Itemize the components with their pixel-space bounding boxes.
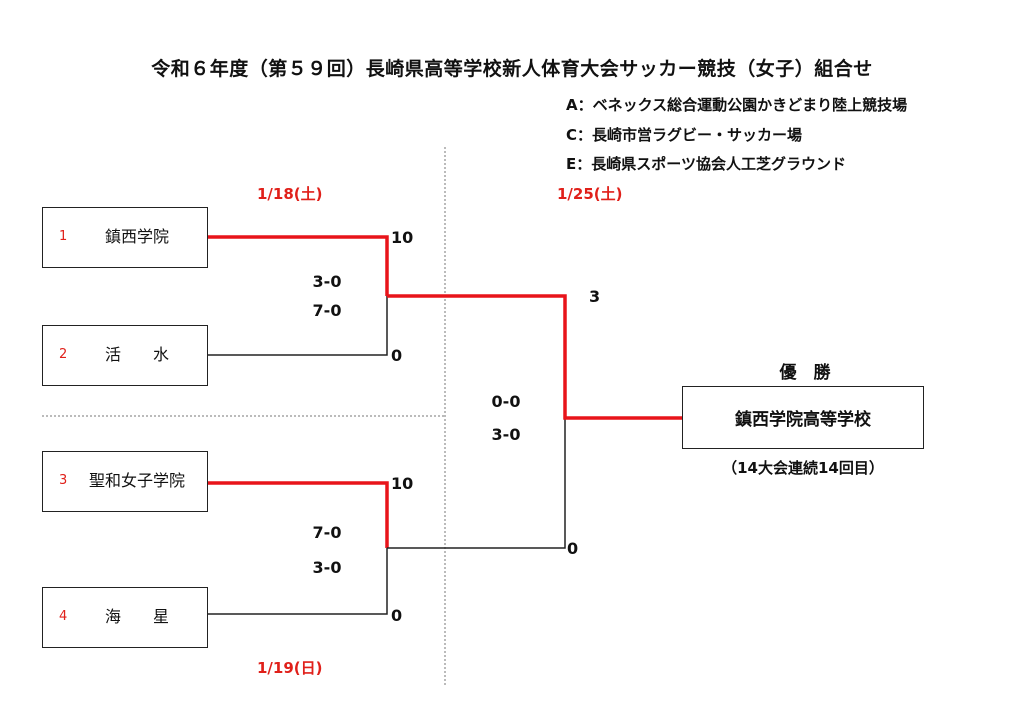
final-score-bottom: 0 xyxy=(567,539,579,558)
final-score-top: 3 xyxy=(589,287,601,306)
sf2-loser-line xyxy=(208,548,388,615)
sf1-score-bottom: 0 xyxy=(391,346,403,365)
date-round1-bottom: 1/19(日) xyxy=(257,659,323,677)
team-box-1: 1 鎮西学院 xyxy=(42,207,208,268)
final-loser-line xyxy=(387,418,566,549)
team-box-3: 3 聖和女子学院 xyxy=(42,451,208,512)
date-final: 1/25(土) xyxy=(557,185,623,203)
champion-name: 鎮西学院高等学校 xyxy=(735,410,871,430)
sf2-half2: 3-0 xyxy=(312,558,342,577)
team-seed: 2 xyxy=(59,347,68,362)
sf2-score-top: 10 xyxy=(391,474,414,493)
team-box-2: 2 活 水 xyxy=(42,325,208,386)
venue-a: A：ベネックス総合運動公園かきどまり陸上競技場 xyxy=(566,96,908,114)
sf1-loser-line xyxy=(208,296,388,356)
team-seed: 4 xyxy=(59,609,68,624)
champion-label: 優 勝 xyxy=(779,363,831,383)
champion-box: 鎮西学院高等学校 xyxy=(682,386,924,449)
team-box-4: 4 海 星 xyxy=(42,587,208,648)
sf1-half2: 7-0 xyxy=(312,301,342,320)
sf2-winner-line xyxy=(208,481,389,548)
team-name: 活 水 xyxy=(104,345,169,364)
venue-e: E：長崎県スポーツ協会人工芝グラウンド xyxy=(566,155,846,173)
final-half1: 0-0 xyxy=(491,392,521,411)
champion-note: （14大会連続14回目） xyxy=(722,459,884,477)
team-name: 聖和女子学院 xyxy=(88,471,185,490)
sf1-winner-line xyxy=(208,235,389,296)
date-round1-top: 1/18(土) xyxy=(257,185,323,203)
final-half2: 3-0 xyxy=(491,425,521,444)
team-name: 鎮西学院 xyxy=(104,227,169,246)
team-name: 海 星 xyxy=(104,607,169,626)
team-seed: 3 xyxy=(59,473,68,488)
sf1-score-top: 10 xyxy=(391,228,414,247)
sf1-half1: 3-0 xyxy=(312,272,342,291)
page-title: 令和６年度（第５９回）長崎県高等学校新人体育大会サッカー競技（女子）組合せ xyxy=(151,58,873,80)
venue-c: C：長崎市営ラグビー・サッカー場 xyxy=(566,126,803,144)
sf2-score-bottom: 0 xyxy=(391,606,403,625)
team-seed: 1 xyxy=(59,229,68,244)
sf2-half1: 7-0 xyxy=(312,523,342,542)
final-winner-line xyxy=(387,294,682,420)
